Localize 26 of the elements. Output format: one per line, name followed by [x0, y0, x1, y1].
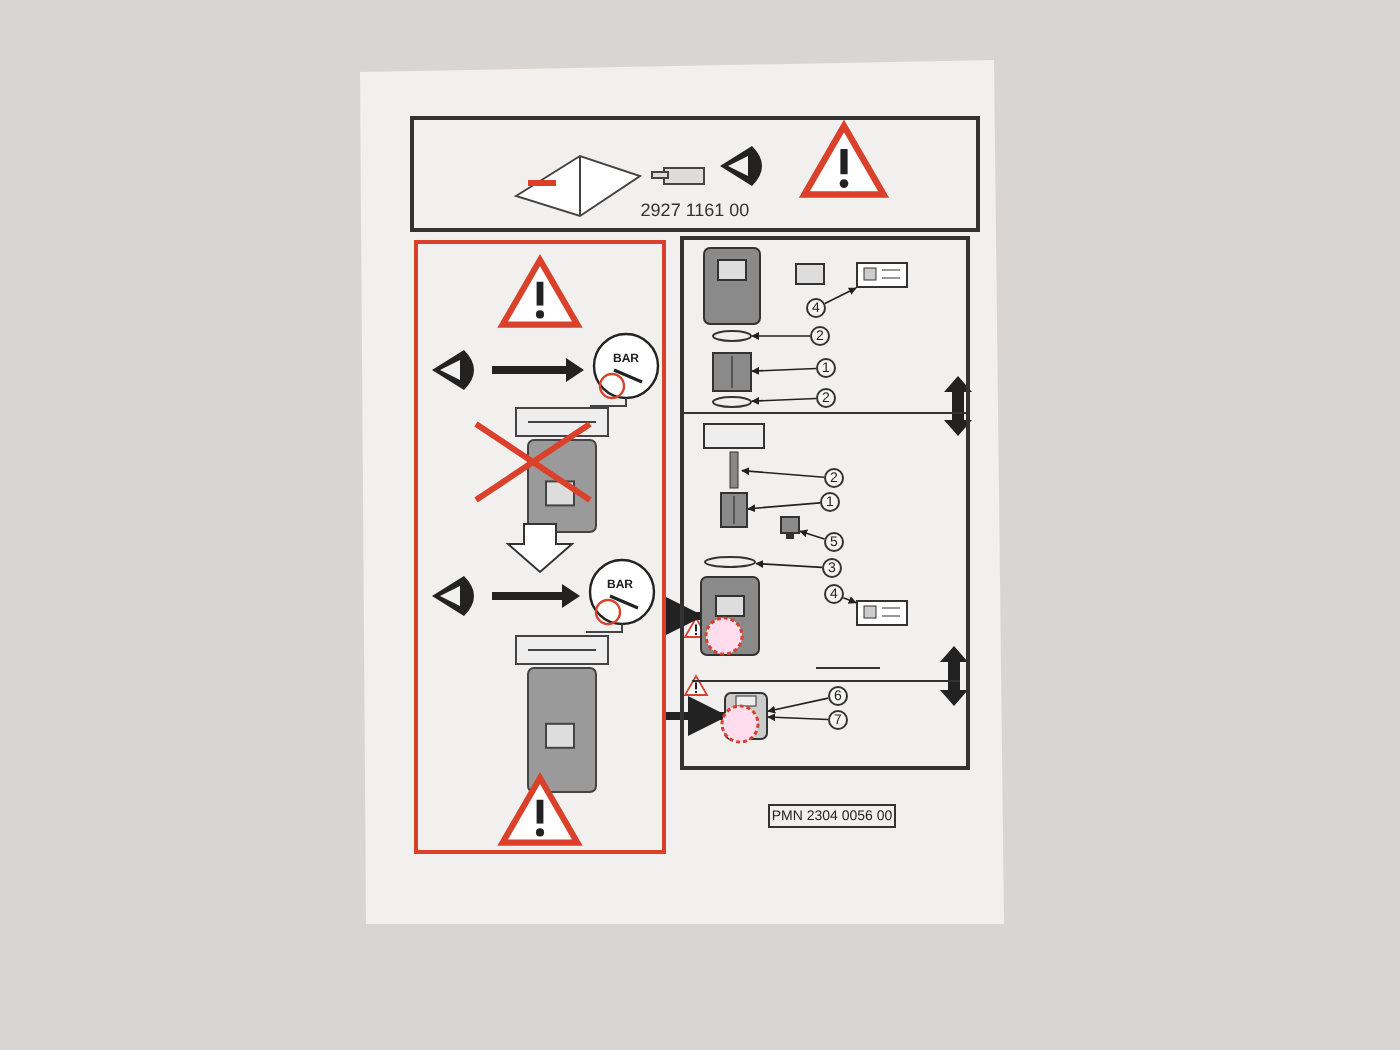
o-ring-drawing [704, 556, 756, 568]
leader-line [755, 559, 823, 569]
leader-line [751, 366, 817, 375]
o-ring-drawing [712, 330, 752, 342]
warning-panel [414, 240, 666, 854]
parts-panel [680, 236, 970, 770]
service-kit-drawing [856, 262, 908, 288]
drain-valve-drawing [780, 516, 800, 540]
leader-line [824, 287, 857, 305]
header-box [410, 116, 980, 232]
leader-line [751, 332, 811, 340]
o-ring-drawing [712, 396, 752, 408]
leader-line [751, 396, 817, 405]
part-number: 2927 1161 00 [640, 197, 750, 223]
leader-line [747, 502, 821, 513]
leader-line [767, 697, 830, 714]
leader-line [664, 596, 704, 636]
leader-line [799, 529, 826, 540]
leader-line [767, 713, 829, 722]
leader-line [741, 467, 825, 478]
filter-element-drawing [720, 492, 748, 528]
service-kit-drawing [856, 600, 908, 626]
leader-line [842, 596, 857, 604]
filter-element-drawing [712, 352, 752, 392]
tube-drawing [726, 452, 742, 488]
leader-line [666, 696, 728, 736]
